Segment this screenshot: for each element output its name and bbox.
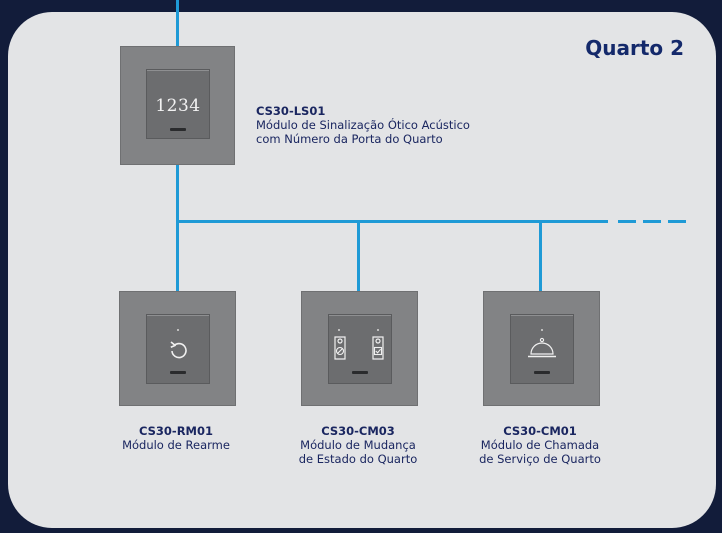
door-number-display: 1234 [155,96,201,116]
indicator-dot [338,329,340,331]
device-faceplate [146,314,210,384]
module-description-line: Módulo de Chamada [480,438,600,452]
reset-arrow-icon [170,341,187,359]
module-description-line: Módulo de Rearme [122,438,230,452]
module-description-line: de Serviço de Quarto [479,452,601,466]
indicator-dot [541,329,543,331]
bus-wire-dash-2 [643,220,661,223]
bus-wire-vertical [176,163,179,291]
device-cs30-rm01 [119,291,236,406]
bus-wire-dash-1 [618,220,636,223]
module-description-line: Módulo de Sinalização Ótico Acústico [256,118,470,132]
module-label-cs30-ls01: CS30-LS01 Módulo de Sinalização Ótico Ac… [256,104,556,146]
room-title: Quarto 2 [585,36,684,60]
module-label-cs30-cm03: CS30-CM03 Módulo de Mudança de Estado do… [278,424,438,466]
bus-wire-drop-cm03 [357,220,360,291]
indicator-dot [177,329,179,331]
service-bell-icon [528,337,556,358]
device-faceplate [328,314,392,384]
module-code: CS30-LS01 [256,104,326,118]
device-cs30-cm03 [301,291,418,406]
make-up-room-hanger-icon [372,336,384,360]
led-slot [352,371,368,374]
module-description-line: Módulo de Mudança [300,438,416,452]
module-label-cs30-cm01: CS30-CM01 Módulo de Chamada de Serviço d… [460,424,620,466]
bus-wire-drop-cm01 [539,220,542,291]
module-code: CS30-CM03 [321,424,395,438]
device-faceplate [510,314,574,384]
bus-wire-horizontal [176,220,608,223]
device-cs30-cm01 [483,291,600,406]
bus-wire-dash-3 [668,220,686,223]
module-label-cs30-rm01: CS30-RM01 Módulo de Rearme [96,424,256,452]
device-faceplate: 1234 [146,69,210,139]
module-code: CS30-CM01 [503,424,577,438]
led-slot [170,371,186,374]
module-description-line: de Estado do Quarto [298,452,418,466]
led-slot [170,128,186,131]
module-code: CS30-RM01 [138,424,213,438]
device-cs30-ls01: 1234 [120,46,235,165]
module-description-line: com Número da Porta do Quarto [256,132,443,146]
led-slot [534,371,550,374]
do-not-disturb-hanger-icon [334,336,346,360]
bus-wire-top [176,0,179,46]
indicator-dot [377,329,379,331]
